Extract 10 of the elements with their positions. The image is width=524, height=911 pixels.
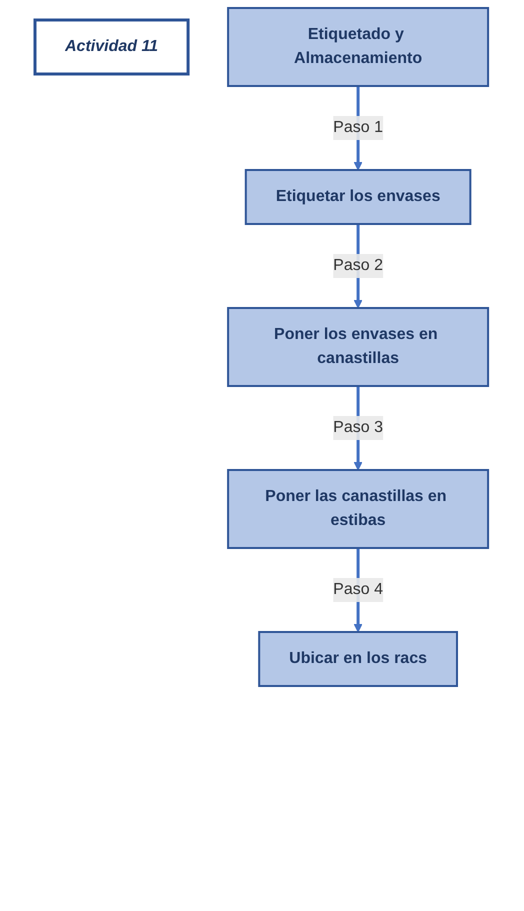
- node-box: Actividad 11: [34, 18, 190, 76]
- edge-label: Paso 2: [334, 257, 384, 274]
- node-box: Ubicar en los racs: [258, 631, 458, 687]
- edge-label: Paso 1: [334, 119, 384, 136]
- node-box: Etiquetado y Almacenamiento: [228, 7, 490, 87]
- edge-label: Paso 4: [334, 581, 384, 598]
- edge-label: Paso 3: [334, 419, 384, 436]
- node-box: Etiquetar los envases: [245, 169, 472, 225]
- node-box: Poner las canastillas en estibas: [228, 469, 490, 549]
- node-box: Poner los envases en canastillas: [228, 307, 490, 387]
